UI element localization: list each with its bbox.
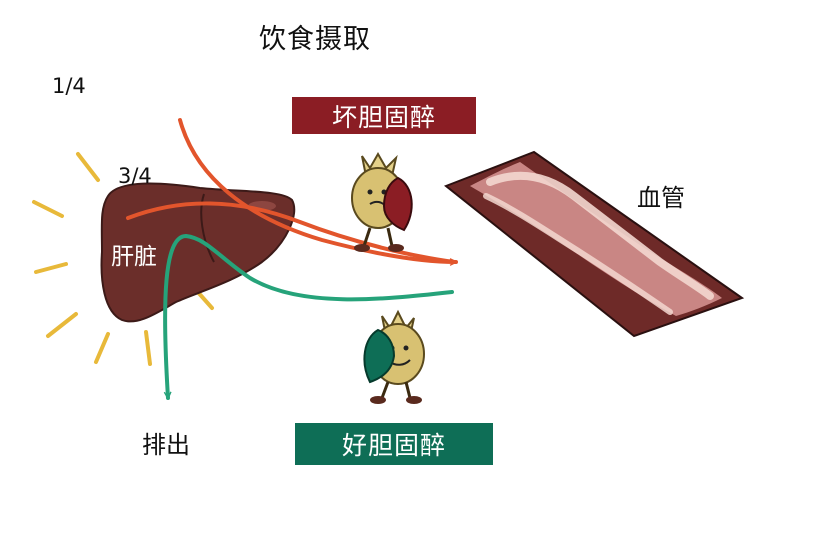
intake-arrow-upper — [178, 118, 458, 262]
bad-cholesterol-character — [351, 151, 413, 252]
fraction-three-quarters: 3/4 — [118, 164, 152, 188]
liver-label: 肝脏 — [111, 244, 157, 270]
ray-6 — [144, 330, 152, 366]
ray-3 — [34, 262, 68, 274]
liver-glow-rays — [32, 152, 214, 366]
ray-4 — [46, 312, 78, 338]
good-cholesterol-banner: 好胆固醉 — [295, 423, 493, 465]
liver-to-blood-arrow — [126, 201, 456, 264]
ray-2 — [32, 200, 64, 218]
liver — [100, 182, 296, 323]
excretion-label: 排出 — [142, 431, 190, 459]
return-and-excretion-arrow — [163, 233, 454, 400]
good-cholesterol-label: 好胆固醉 — [341, 431, 446, 460]
ray-1 — [76, 152, 100, 182]
diagram-title: 饮食摄取 — [259, 24, 371, 55]
bad-cholesterol-label: 坏胆固醉 — [331, 102, 436, 132]
fraction-one-quarter: 1/4 — [52, 74, 86, 98]
bad-cholesterol-banner: 坏胆固醉 — [292, 97, 476, 134]
good-cholesterol-character — [363, 309, 425, 404]
blood-vessel — [444, 150, 745, 338]
ray-5 — [94, 332, 110, 364]
blood-vessel-label: 血管 — [637, 184, 685, 212]
